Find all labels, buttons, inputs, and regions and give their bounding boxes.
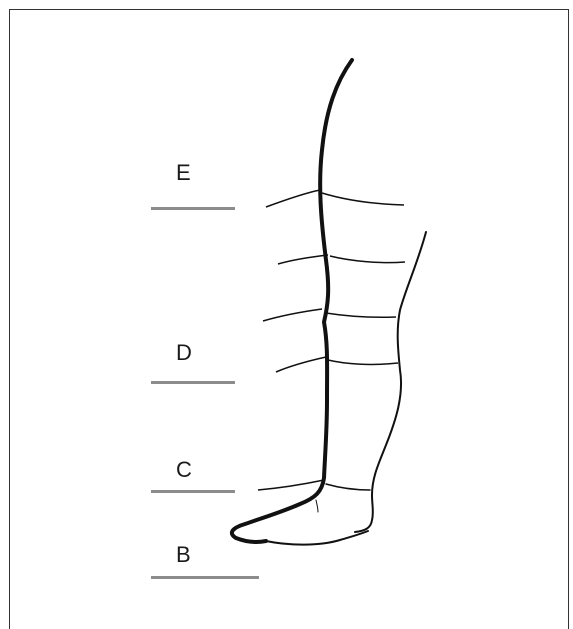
circumference-line-e-left <box>266 190 320 207</box>
ankle-crease <box>326 484 370 490</box>
circumference-line-2-right <box>330 256 405 263</box>
foot-sole <box>266 531 368 545</box>
circumference-line-2-left <box>278 255 328 264</box>
circumference-line-3-right <box>326 313 396 317</box>
circumference-line-3-left <box>263 309 322 321</box>
foot-detail <box>316 500 318 512</box>
circumference-line-e-right <box>322 193 404 205</box>
leg-front-contour <box>232 60 352 542</box>
circumference-line-d-left <box>276 357 326 372</box>
circumference-line-c <box>258 480 324 490</box>
leg-back-contour <box>355 232 426 532</box>
circumference-line-d-right <box>328 360 398 364</box>
